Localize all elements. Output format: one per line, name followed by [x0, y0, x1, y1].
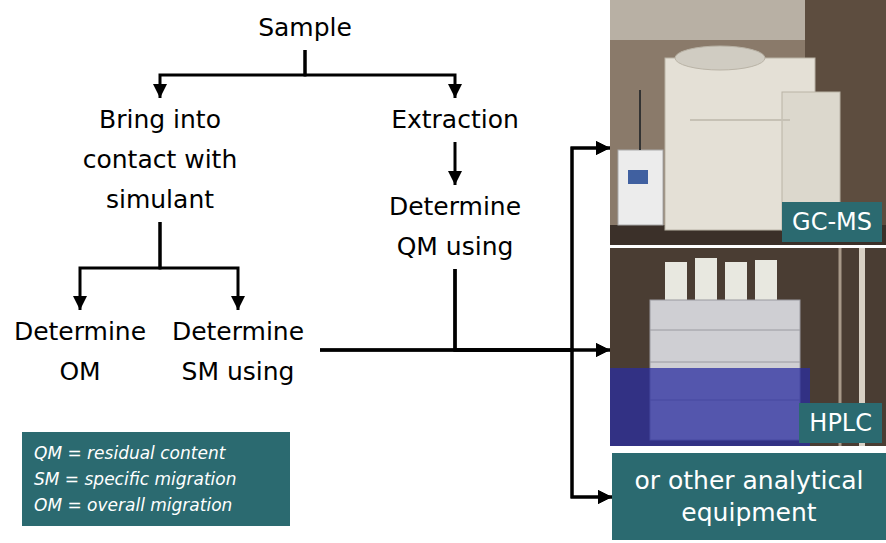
- flow-arrow: [305, 50, 455, 98]
- flow-arrow: [160, 50, 305, 98]
- node-text: Determine SM using: [156, 312, 320, 392]
- equipment-photo: GC-MS: [610, 0, 886, 245]
- node-text: Extraction: [368, 100, 542, 140]
- step-label: Extraction: [368, 98, 542, 142]
- node-text: Sample: [228, 8, 382, 48]
- gc-ms-photo: [610, 0, 886, 245]
- flow-arrow: [455, 269, 612, 497]
- node-text: Determine QM using: [373, 187, 537, 267]
- node-text: Determine OM: [3, 312, 157, 392]
- node-text: or other analytical equipment: [620, 465, 878, 529]
- note-line: SM = specific migration: [34, 466, 278, 492]
- flow-arrow: [455, 269, 610, 350]
- hplc-photo: [610, 248, 886, 446]
- photo-caption: HPLC: [799, 403, 882, 443]
- step-label: Determine SM using: [156, 310, 320, 394]
- start-label: Sample: [228, 6, 382, 50]
- step-label: Determine QM using: [373, 185, 537, 269]
- step-label: Determine OM: [3, 310, 157, 394]
- note-line: QM = residual content: [34, 440, 278, 466]
- note-line: OM = overall migration: [34, 492, 278, 518]
- flow-arrow: [160, 222, 238, 310]
- flow-arrow: [320, 148, 610, 350]
- step-label: Bring into contact with simulant: [63, 98, 257, 222]
- photo-caption: GC-MS: [782, 202, 882, 242]
- flow-arrow: [320, 350, 612, 497]
- abbreviation-note: QM = residual contentSM = specific migra…: [22, 432, 290, 526]
- node-text: Bring into contact with simulant: [63, 100, 257, 220]
- flow-arrow: [454, 142, 457, 185]
- equipment-box: or other analytical equipment: [612, 453, 886, 540]
- equipment-photo: HPLC: [610, 248, 886, 446]
- flow-arrow: [80, 222, 160, 310]
